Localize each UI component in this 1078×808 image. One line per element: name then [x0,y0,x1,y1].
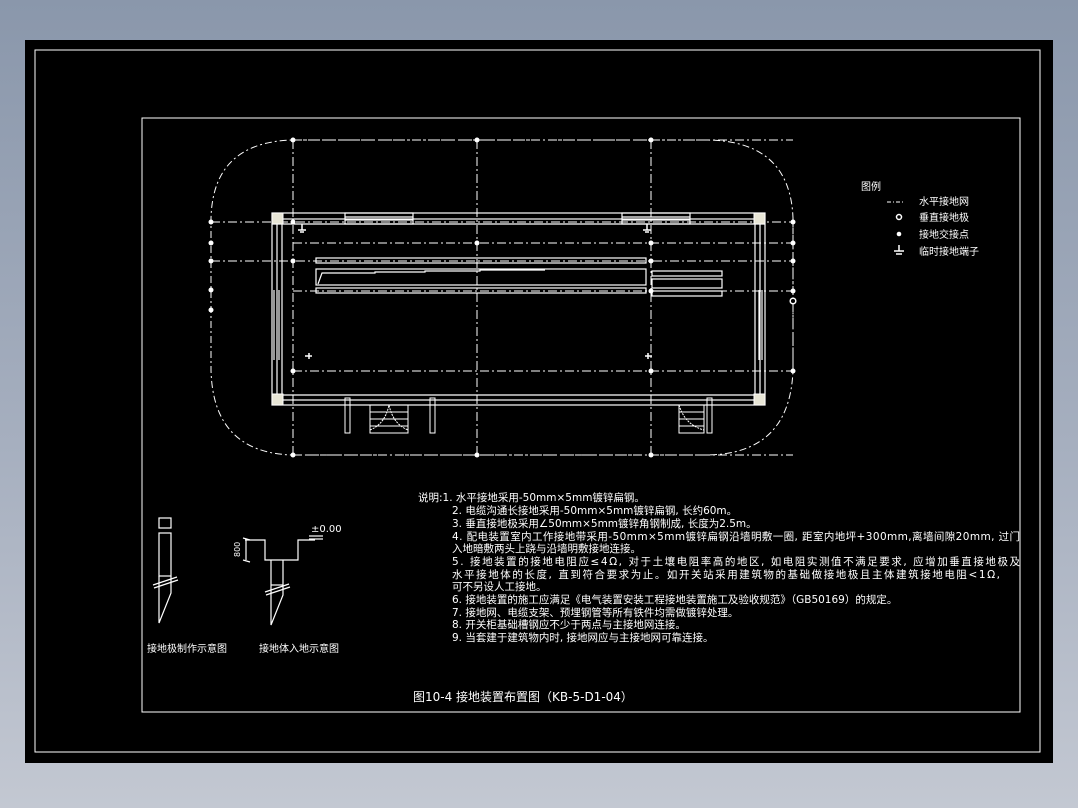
burial-detail [242,535,323,626]
legend-label: 临时接地端子 [919,245,979,258]
legend-label: 水平接地网 [919,195,969,208]
note-line: 2. 电缆沟通长接地采用-50mm×5mm镀锌扁钢, 长约60m。 [452,504,737,517]
note-line: 7. 接地网、电缆支架、预埋钢管等所有铁件均需做镀锌处理。 [452,606,738,619]
note-line: 5. 接地装置的接地电阻应≤4Ω, 对于土壤电阻率高的地区, 如电阻实测值不满足… [452,555,1021,568]
legend-label: 垂直接地极 [919,211,969,224]
ground-terminals [298,224,652,359]
note-line: 说明:1. 水平接地采用-50mm×5mm镀锌扁钢。 [418,491,645,504]
depth-label: 800 [233,542,242,557]
ground-terminal-icon [894,245,904,255]
note-line: 3. 垂直接地极采用∠50mm×5mm镀锌角钢制成, 长度为2.5m。 [452,517,757,530]
note-line: 入地暗敷两头上跷与沿墙明敷接地连接。 [452,542,641,555]
entrance-steps [344,397,713,434]
columns [271,212,766,406]
legend-title: 图例 [861,180,881,193]
ring-dot-icon [895,213,903,221]
electrode-detail [152,517,179,624]
note-line: 6. 接地装置的施工应满足《电气装置安装工程接地装置施工及验收规范》（GB501… [452,593,897,606]
elevation-label: ±0.00 [311,524,342,535]
inner-frame [141,117,1021,713]
grounding-plan [208,137,797,458]
outer-frame [34,49,1041,753]
electrode-caption: 接地极制作示意图 [147,642,227,655]
building-walls [271,212,766,406]
legend-label: 接地交接点 [919,228,969,241]
grid-lines [211,139,794,456]
solid-dot-icon [896,231,902,237]
drawing-title: 图10-4 接地装置布置图（KB-5-D1-04） [413,689,633,704]
note-line: 8. 开关柜基础槽钢应不少于两点与主接地网连接。 [452,618,686,631]
note-line: 9. 当套建于建筑物内时, 接地网应与主接地网可靠连接。 [452,631,714,644]
design-notes: 说明:1. 水平接地采用-50mm×5mm镀锌扁钢。 2. 电缆沟通长接地采用-… [418,491,1021,644]
cad-drawing-sheet: 图例 水平接地网 垂直接地极 接地交接点 临时接地端子 说明:1. 水平接地采用… [25,40,1053,763]
note-line: 可不另设人工接地。 [452,580,547,593]
burial-caption: 接地体入地示意图 [259,642,339,655]
legend: 图例 水平接地网 垂直接地极 接地交接点 临时接地端子 [861,180,979,258]
switchgear-rows [315,257,723,297]
drawing-canvas: 图例 水平接地网 垂直接地极 接地交接点 临时接地端子 说明:1. 水平接地采用… [34,49,1041,753]
note-line: 4. 配电装置室内工作接地带采用-50mm×5mm镀锌扁钢沿墙明敷一圈, 距室内… [452,530,1020,543]
junction-points [208,137,796,458]
note-line: 水平接地体的长度, 直到符合要求为止。如开关站采用建筑物的基础做接地极且主体建筑… [452,568,1000,581]
grounding-loop [210,139,794,456]
vertical-electrodes [789,297,797,305]
